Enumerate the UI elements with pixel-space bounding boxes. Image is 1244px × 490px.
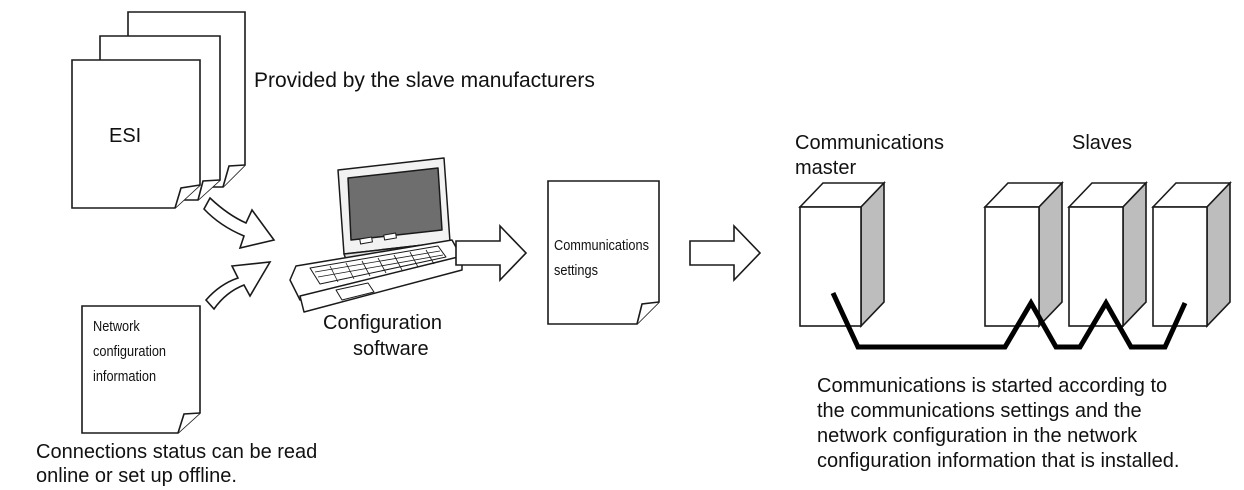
- curved-arrow-network-to-software-icon: [204, 261, 272, 311]
- settings-doc-line: Communications: [554, 237, 649, 254]
- master-device-icon: [798, 181, 886, 328]
- software-caption-line: Configuration: [323, 312, 442, 334]
- started-note-line: the communications settings and the: [817, 400, 1142, 422]
- block-arrow-to-settings-icon: [455, 224, 528, 282]
- offline-note-line: online or set up offline.: [36, 465, 237, 487]
- network-cable-line: [830, 291, 1188, 350]
- provided-note: Provided by the slave manufacturers: [254, 69, 595, 92]
- slaves-label: Slaves: [1072, 132, 1133, 154]
- offline-note-line: Connections status can be read: [36, 441, 318, 463]
- slave-device-icon: [983, 181, 1064, 328]
- software-caption-line: software: [353, 338, 429, 360]
- slave-device-icon: [1067, 181, 1148, 328]
- network-config-document: [81, 305, 201, 434]
- settings-doc-line: settings: [554, 262, 598, 279]
- master-label-line: Communications: [795, 132, 944, 154]
- started-note-line: network configuration in the network: [817, 425, 1138, 447]
- esi-document-stack: [71, 11, 246, 209]
- esi-label: ESI: [109, 125, 142, 147]
- network-doc-line: configuration: [93, 343, 167, 360]
- network-doc-line: Network: [93, 318, 140, 335]
- curved-arrow-esi-to-software-icon: [203, 196, 276, 250]
- laptop-icon: [289, 157, 463, 313]
- block-arrow-to-network-icon: [689, 224, 762, 282]
- communications-settings-document: [547, 180, 660, 325]
- master-label-line: master: [795, 157, 857, 179]
- slave-device-icon: [1151, 181, 1232, 328]
- started-note-line: configuration information that is instal…: [817, 450, 1180, 472]
- started-note-line: Communications is started according to: [817, 375, 1168, 397]
- network-doc-line: information: [93, 368, 157, 385]
